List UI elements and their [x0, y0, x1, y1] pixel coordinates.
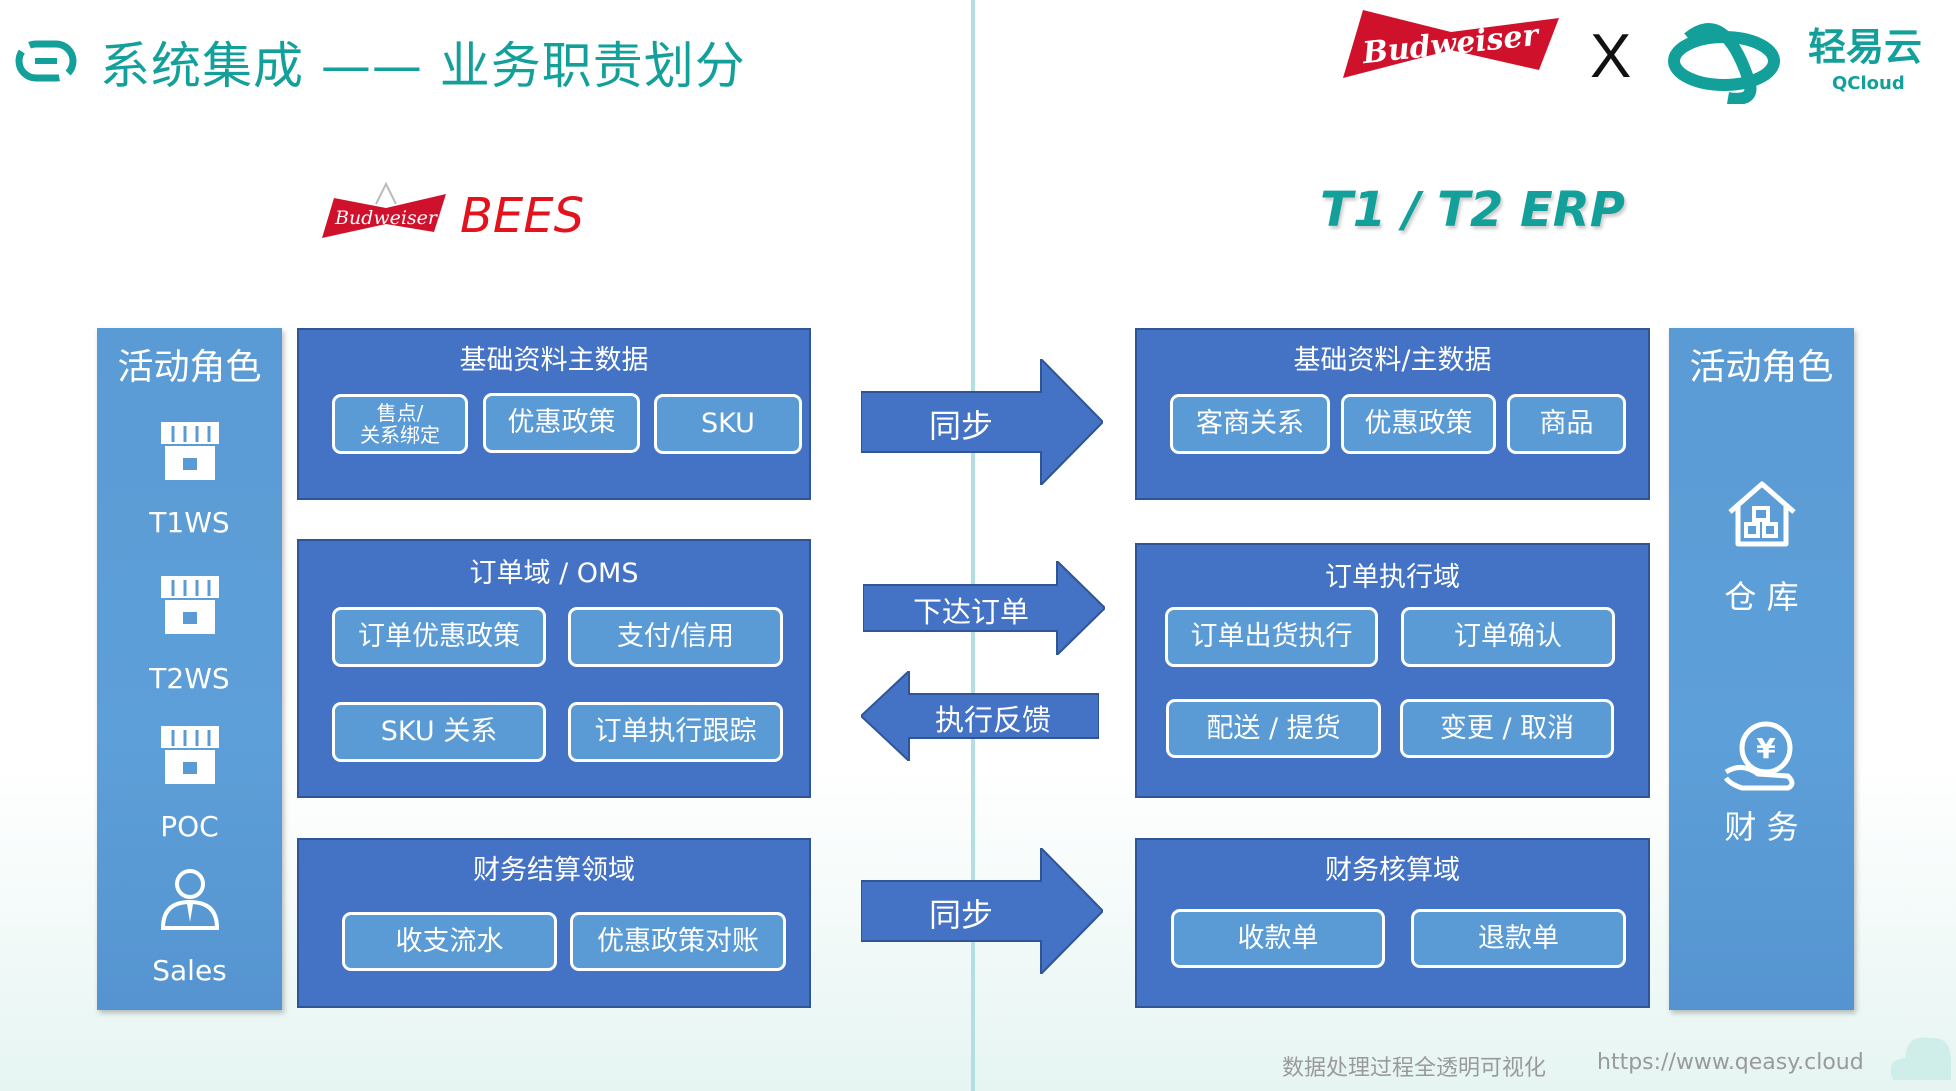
center-divider — [971, 0, 975, 1091]
box-title: 订单域 / OMS — [469, 558, 639, 589]
left-master-data-box: 基础资料主数据 售点/ 关系绑定 优惠政策 SKU — [297, 328, 811, 500]
order-shipment-button[interactable]: 订单出货执行 — [1165, 607, 1378, 667]
person-icon — [159, 866, 221, 936]
promotion-policy-button[interactable]: 优惠政策 — [1341, 394, 1496, 454]
arrow-label: 执行反馈 — [935, 703, 1052, 737]
order-confirm-button[interactable]: 订单确认 — [1401, 607, 1615, 667]
bees-title: BEES — [460, 188, 585, 244]
arrow-label: 同步 — [929, 896, 994, 934]
promotion-reconcile-button[interactable]: 优惠政策对账 — [570, 912, 786, 971]
left-order-domain-box: 订单域 / OMS 订单优惠政策 支付/信用 SKU 关系 订单执行跟踪 — [297, 539, 811, 798]
finance-icon: ¥ — [1722, 718, 1802, 798]
role-label: 财 务 — [1724, 808, 1799, 846]
cloud-icon — [1885, 1020, 1955, 1090]
right-roles-panel: 活动角色 仓 库 ¥ 财 务 — [1669, 328, 1854, 1010]
box-title: 基础资料主数据 — [459, 345, 649, 376]
svg-text:Budweiser: Budweiser — [334, 207, 439, 229]
promotion-policy-button[interactable]: 优惠政策 — [483, 393, 640, 453]
store-icon — [157, 722, 223, 792]
partner-x: X — [1590, 22, 1632, 91]
product-button[interactable]: 商品 — [1507, 394, 1626, 454]
sku-button[interactable]: SKU — [654, 394, 802, 454]
erp-title: T1 / T2 ERP — [1320, 182, 1625, 238]
change-cancel-button[interactable]: 变更 / 取消 — [1400, 699, 1614, 758]
outlet-binding-button[interactable]: 售点/ 关系绑定 — [332, 394, 468, 454]
link-icon — [15, 40, 77, 86]
footer-tagline: 数据处理过程全透明可视化 — [1282, 1056, 1547, 1081]
feedback-arrow-left: 执行反馈 — [859, 668, 1100, 765]
box-title: 订单执行域 — [1325, 562, 1460, 593]
warehouse-icon — [1724, 478, 1800, 554]
bees-budweiser-logo: Budweiser — [322, 180, 450, 246]
order-tracking-button[interactable]: 订单执行跟踪 — [568, 702, 783, 762]
qcloud-sub: QCloud — [1832, 73, 1905, 94]
box-title: 基础资料/主数据 — [1293, 345, 1492, 376]
arrow-label: 下达订单 — [913, 595, 1030, 629]
left-finance-box: 财务结算领域 收支流水 优惠政策对账 — [297, 838, 811, 1008]
svg-text:¥: ¥ — [1756, 732, 1776, 765]
left-roles-panel: 活动角色 T1WS T2WS POC Sales — [97, 328, 282, 1010]
customer-relation-button[interactable]: 客商关系 — [1170, 394, 1330, 454]
role-label: POC — [160, 810, 219, 843]
receipt-button[interactable]: 收款单 — [1171, 909, 1385, 968]
qcloud-logo-icon — [1668, 18, 1780, 108]
role-label: Sales — [152, 954, 227, 987]
refund-button[interactable]: 退款单 — [1411, 909, 1626, 968]
sync-arrow-right-finance: 同步 — [860, 845, 1105, 978]
right-order-exec-box: 订单执行域 订单出货执行 订单确认 配送 / 提货 变更 / 取消 — [1135, 543, 1650, 798]
role-label: T2WS — [149, 662, 230, 695]
budweiser-logo: Budweiser — [1343, 10, 1559, 82]
qcloud-brand: 轻易云 — [1808, 25, 1923, 69]
box-title: 财务核算域 — [1325, 855, 1460, 886]
arrow-label: 同步 — [929, 407, 994, 445]
role-label: 仓 库 — [1724, 578, 1799, 616]
right-master-data-box: 基础资料/主数据 客商关系 优惠政策 商品 — [1135, 328, 1650, 500]
delivery-pickup-button[interactable]: 配送 / 提货 — [1166, 699, 1381, 758]
right-roles-title: 活动角色 — [1689, 347, 1834, 388]
order-promotion-button[interactable]: 订单优惠政策 — [332, 607, 546, 667]
left-roles-title: 活动角色 — [117, 347, 262, 388]
footer-url[interactable]: https://www.qeasy.cloud — [1597, 1050, 1864, 1075]
payment-credit-button[interactable]: 支付/信用 — [568, 607, 783, 667]
role-label: T1WS — [149, 506, 230, 539]
page-title: 系统集成 —— 业务职责划分 — [100, 37, 746, 95]
right-finance-box: 财务核算域 收款单 退款单 — [1135, 838, 1650, 1008]
store-icon — [157, 418, 223, 488]
store-icon — [157, 572, 223, 642]
sync-arrow-right: 同步 — [860, 356, 1105, 489]
sku-relation-button[interactable]: SKU 关系 — [332, 702, 546, 762]
box-title: 财务结算领域 — [473, 855, 635, 886]
cash-flow-button[interactable]: 收支流水 — [342, 912, 557, 971]
dispatch-order-arrow: 下达订单 — [862, 558, 1107, 659]
